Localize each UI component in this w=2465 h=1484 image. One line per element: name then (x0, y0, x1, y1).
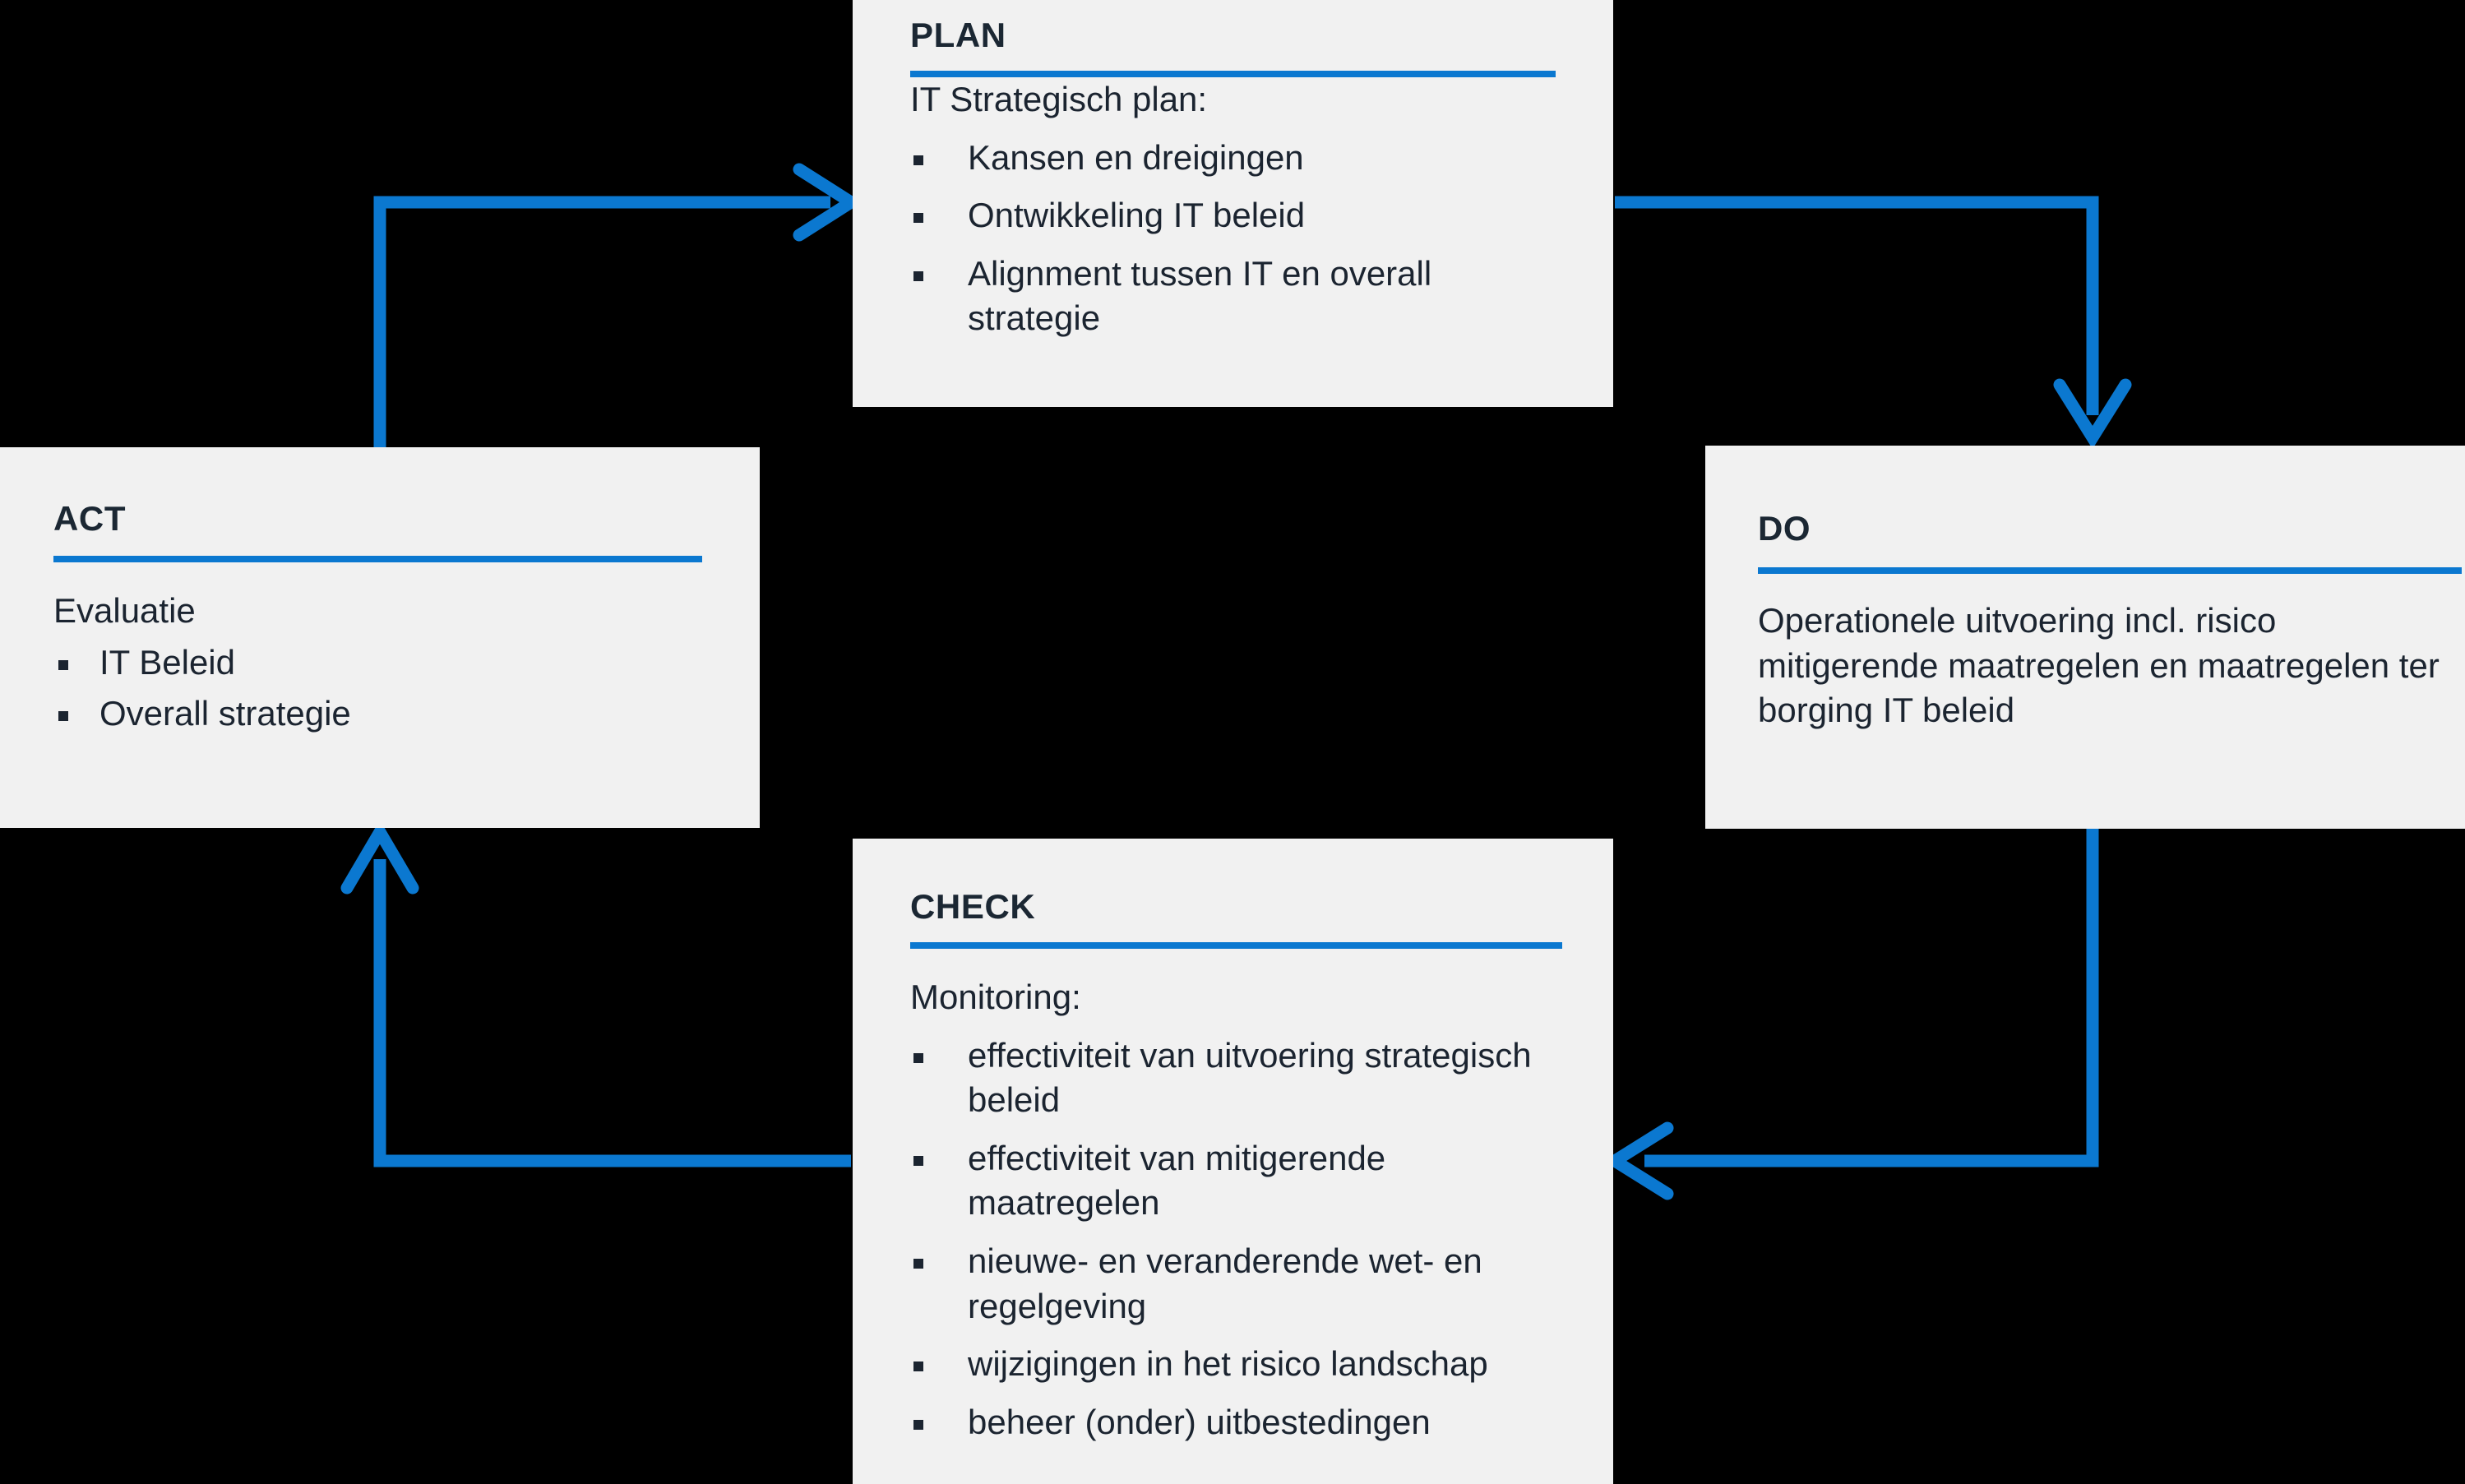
check-title: CHECK (910, 887, 1036, 926)
list-item: Ontwikkeling IT beleid (910, 193, 1556, 238)
bullet-square-icon (913, 1052, 923, 1063)
arrow-do-to-check (1602, 827, 2099, 1200)
act-accent-rule (53, 556, 702, 562)
plan-lead: IT Strategisch plan: (910, 80, 1208, 118)
act-bullet-list: IT Beleid Overall strategie (53, 640, 702, 737)
card-act: ACT Evaluatie IT Beleid Overall strategi… (0, 447, 760, 828)
plan-bullet-list: Kansen en dreigingen Ontwikkeling IT bel… (910, 136, 1556, 341)
list-item: Overall strategie (53, 691, 702, 737)
bullet-square-icon (913, 213, 923, 224)
act-lead: Evaluatie (53, 591, 196, 630)
list-item: effectiviteit van uitvoering strategisch… (910, 1033, 1562, 1123)
list-item: Kansen en dreigingen (910, 136, 1556, 181)
do-title: DO (1758, 509, 1811, 548)
card-do: DO Operationele uitvoering incl. risico … (1705, 446, 2465, 829)
check-bullet-list: effectiviteit van uitvoering strategisch… (910, 1033, 1562, 1445)
bullet-square-icon (913, 1155, 923, 1166)
arrow-check-to-act (340, 820, 851, 1167)
do-body-text: Operationele uitvoering incl. risico mit… (1758, 601, 2440, 730)
bullet-square-icon (58, 711, 68, 722)
check-lead: Monitoring: (910, 978, 1081, 1016)
card-plan: PLAN IT Strategisch plan: Kansen en drei… (853, 0, 1613, 407)
act-title: ACT (53, 499, 127, 538)
arrow-plan-to-do (1615, 196, 2132, 450)
bullet-square-icon (913, 270, 923, 281)
plan-accent-rule (910, 71, 1556, 77)
arrow-act-to-plan (373, 163, 863, 449)
list-item: wijzigingen in het risico landschap (910, 1342, 1562, 1387)
do-accent-rule (1758, 567, 2462, 574)
bullet-square-icon (913, 1258, 923, 1269)
list-item: Alignment tussen IT en overall strategie (910, 252, 1556, 341)
list-item: beheer (onder) uitbestedingen (910, 1400, 1562, 1445)
list-item: IT Beleid (53, 640, 702, 686)
list-item: nieuwe- en veranderende wet- en regelgev… (910, 1239, 1562, 1329)
card-check: CHECK Monitoring: effectiviteit van uitv… (853, 839, 1613, 1484)
list-item: effectiviteit van mitigerende maatregele… (910, 1136, 1562, 1226)
bullet-square-icon (913, 1361, 923, 1372)
bullet-square-icon (58, 659, 68, 670)
plan-title: PLAN (910, 16, 1006, 54)
bullet-square-icon (913, 155, 923, 165)
bullet-square-icon (913, 1419, 923, 1430)
check-accent-rule (910, 942, 1562, 949)
